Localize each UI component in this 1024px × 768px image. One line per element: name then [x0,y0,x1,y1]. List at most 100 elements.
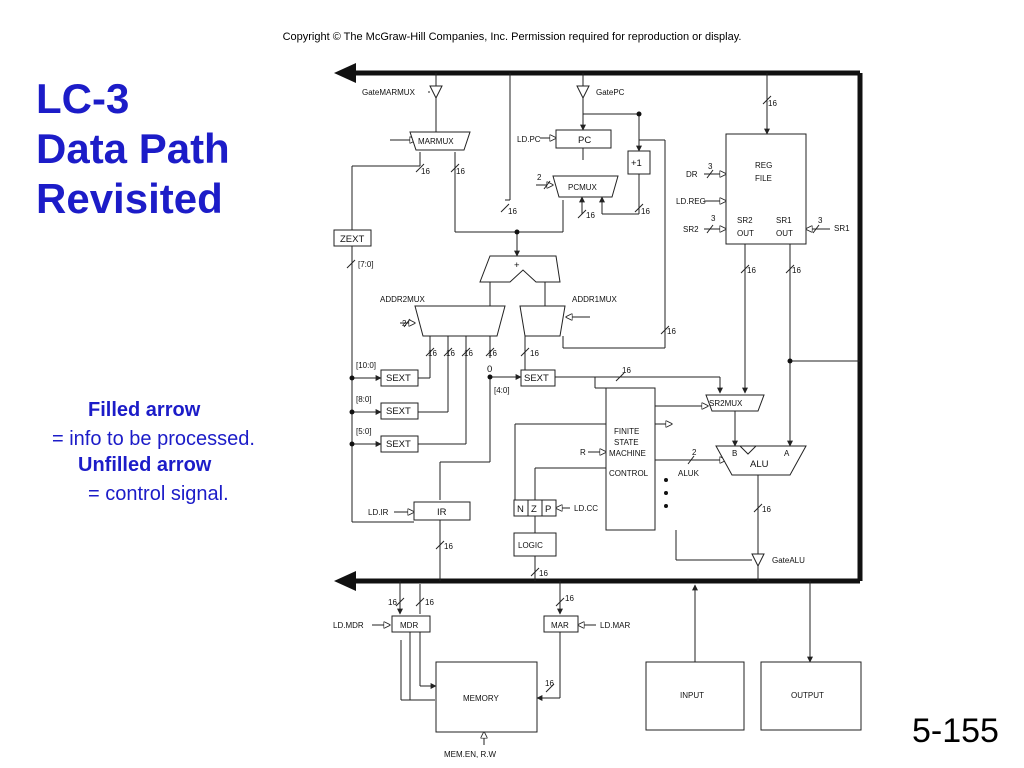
slide-title: LC-3 Data Path Revisited [36,74,230,224]
width-label: 16 [446,349,455,358]
pcmux-block [552,175,619,198]
ld-mar-label: LD.MAR [600,621,630,630]
width-label: 16 [762,505,771,514]
alu-b-label: B [732,449,737,458]
p-flag [541,499,557,517]
fsm-block [605,387,656,531]
title-line-1: LC-3 [36,75,130,122]
sr2-label: SR2 [683,225,699,234]
bits-5-0-label: [5:0] [356,427,372,436]
legend-unfilled-title: Unfilled arrow [78,454,212,476]
legend-filled-desc: = info to be processed. [52,428,255,450]
dr-label: DR [686,170,698,179]
fsm-label-4: CONTROL [609,469,649,478]
sext-5-0-label: SEXT [386,439,411,450]
processor-bus [352,70,863,584]
mdr-label: MDR [400,621,418,630]
width-label: 16 [622,366,631,375]
legend-filled-title: Filled arrow [88,399,201,421]
gate-alu-label: GateALU [772,556,805,565]
gate-pc-label: GatePC [596,88,625,97]
page-number: 5-155 [912,712,999,750]
title-line-2: Data Path [36,125,230,172]
width-label: 16 [421,167,430,176]
reg-file-label-2: FILE [755,174,772,183]
gate-marmux-triangle [429,85,443,100]
reg-file-label-1: REG [755,161,772,170]
sr2mux-label: SR2MUX [709,399,743,408]
sext-8-0-block [380,402,419,420]
sext-10-0-label: SEXT [386,373,411,384]
addr2mux-block [414,305,506,337]
gate-marmux-label: GateMARMUX [362,88,416,97]
p-flag-label: P [545,504,551,515]
width-label: 16 [428,349,437,358]
adder-block [479,255,561,283]
memory-label: MEMORY [463,694,500,703]
sext-4-0-label: SEXT [524,373,549,384]
mar-register [543,615,579,633]
fsm-label-1: FINITE [614,427,639,436]
input-block [645,661,745,731]
width-label: 16 [747,266,756,275]
zext-label: ZEXT [340,234,364,245]
bus-arrow-top [334,63,356,83]
fsm-label-2: STATE [614,438,639,447]
mdr-register [391,615,431,633]
mem-en-label: MEM.EN, R.W [444,750,496,759]
ld-mdr-label: LD.MDR [333,621,364,630]
width-label: 16 [539,569,548,578]
n-flag-label: N [517,504,524,515]
bus-arrow-bottom [334,571,356,591]
ir-label: IR [437,507,447,518]
width-label: 16 [586,211,595,220]
plus-one-label: +1 [631,158,642,169]
width-label: 3 [818,216,823,225]
alu-block [715,445,807,476]
width-label: 16 [565,594,574,603]
bits-10-0-label: [10:0] [356,361,376,370]
width-label: 16 [508,207,517,216]
width-label: 16 [444,542,453,551]
ld-ir-label: LD.IR [368,508,389,517]
marmux-label: MARMUX [418,137,454,146]
width-label: 2 [402,319,407,328]
gate-pc-triangle [576,85,590,100]
bits-7-0-label: [7:0] [358,260,374,269]
pc-register [555,129,612,149]
sr2mux-block [705,394,765,412]
bits-4-0-label: [4:0] [494,386,510,395]
gate-alu-triangle [751,553,765,568]
width-label: 16 [530,349,539,358]
ir-register [413,501,471,521]
copyright-notice: Copyright © The McGraw-Hill Companies, I… [282,31,742,43]
width-label: 16 [456,167,465,176]
width-label: 3 [708,162,713,171]
addr2mux-label: ADDR2MUX [380,295,426,304]
adder-label: + [514,260,520,271]
fsm-label-3: MACHINE [609,449,646,458]
width-label: 16 [641,207,650,216]
mar-label: MAR [551,621,569,630]
sr1-label: SR1 [834,224,850,233]
zext-block [333,229,372,247]
ld-pc-label: LD.PC [517,135,541,144]
logic-label: LOGIC [518,541,543,550]
zero-label: 0 [487,364,492,375]
alu-label: ALU [750,459,769,470]
sext-4-0-block [520,369,556,387]
title-line-3: Revisited [36,175,223,222]
ld-reg-label: LD.REG [676,197,706,206]
r-label: R [580,448,586,457]
sr1-out-label-1: SR1 [776,216,792,225]
width-label: 16 [545,679,554,688]
width-label: 16 [388,598,397,607]
sr1-out-label-2: OUT [776,229,793,238]
width-label: 3 [711,214,716,223]
width-label: 16 [667,327,676,336]
output-label: OUTPUT [791,691,824,700]
bus-width-slashes [346,95,820,693]
width-label: 16 [792,266,801,275]
z-flag-label: Z [531,504,537,515]
